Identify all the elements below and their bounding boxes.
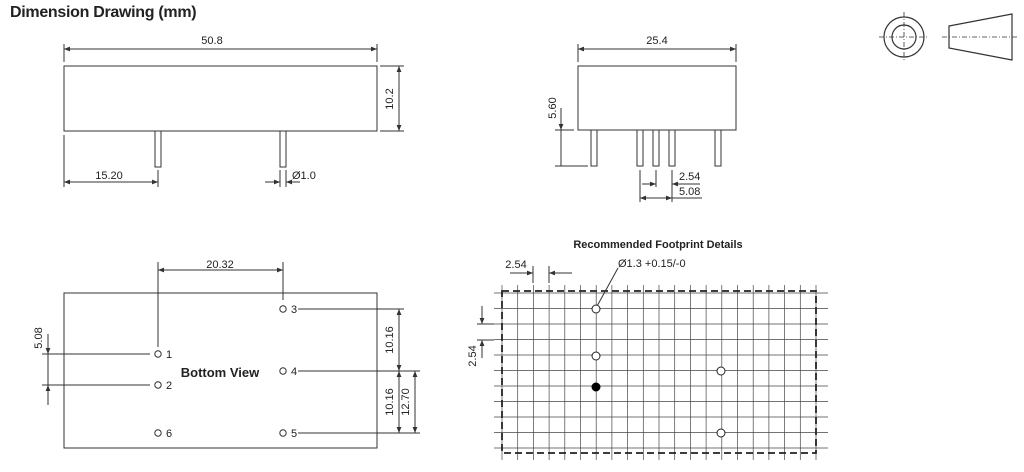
bottom-pin-6: [154, 429, 162, 437]
footprint-hole-pin-1: [591, 382, 601, 392]
first-angle-projection-icon: [879, 12, 1018, 62]
bottom-pin-4: [279, 367, 287, 375]
bottom-pin-4-label: 4: [291, 366, 297, 378]
front-height-label: 10.2: [384, 88, 396, 109]
side-body: [577, 65, 737, 131]
footprint-dims: [477, 266, 619, 358]
bottom-pin-2-label: 2: [166, 380, 172, 392]
footprint-grid: [494, 285, 828, 460]
footprint-title: Recommended Footprint Details: [573, 239, 742, 251]
footprint-hole: [716, 428, 726, 438]
side-pin: [590, 129, 598, 167]
side-width-label: 25.4: [646, 35, 667, 47]
bottom-gap-right-1-label: 10.16: [384, 326, 396, 354]
side-pitch-1-label: 2.54: [679, 171, 700, 183]
bottom-row-spacing-label: 20.32: [206, 259, 234, 271]
front-pin: [154, 130, 162, 168]
footprint-outline: [501, 290, 817, 454]
side-pin: [636, 129, 644, 167]
side-view: [555, 44, 737, 202]
bottom-pin-2: [154, 381, 162, 389]
bottom-pin-3-label: 3: [291, 304, 297, 316]
bottom-gap-right-2-label: 10.16: [384, 388, 396, 416]
front-view: [63, 44, 404, 187]
bottom-view-label: Bottom View: [181, 365, 260, 380]
footprint-pitch-y-label: 2.54: [467, 345, 479, 366]
side-pin: [668, 129, 676, 167]
front-length-label: 50.8: [201, 35, 222, 47]
bottom-view: [42, 262, 420, 449]
page-title: Dimension Drawing (mm): [10, 4, 197, 21]
front-pin-diameter-label: Ø1.0: [292, 170, 316, 182]
bottom-pin-3: [279, 305, 287, 313]
front-body: [63, 65, 378, 132]
bottom-gap-right-total-label: 12.70: [400, 388, 412, 416]
footprint-pitch-x-label: 2.54: [505, 259, 526, 271]
side-pitch-2-label: 5.08: [679, 186, 700, 198]
footprint-hole: [591, 304, 601, 314]
footprint-hole-spec-label: Ø1.3 +0.15/-0: [618, 258, 686, 270]
side-pin: [714, 129, 722, 167]
footprint-hole: [591, 351, 601, 361]
front-pin: [279, 130, 287, 168]
side-pin-length-label: 5.60: [547, 97, 559, 118]
bottom-pin-5-label: 5: [291, 428, 297, 440]
footprint-hole: [716, 366, 726, 376]
front-pin-offset-label: 15.20: [95, 170, 123, 182]
bottom-pin-1: [154, 350, 162, 358]
side-pin: [652, 129, 660, 167]
bottom-gap-left-label: 5.08: [33, 327, 45, 348]
bottom-pin-6-label: 6: [166, 428, 172, 440]
bottom-pin-1-label: 1: [166, 349, 172, 361]
bottom-pin-5: [279, 429, 287, 437]
